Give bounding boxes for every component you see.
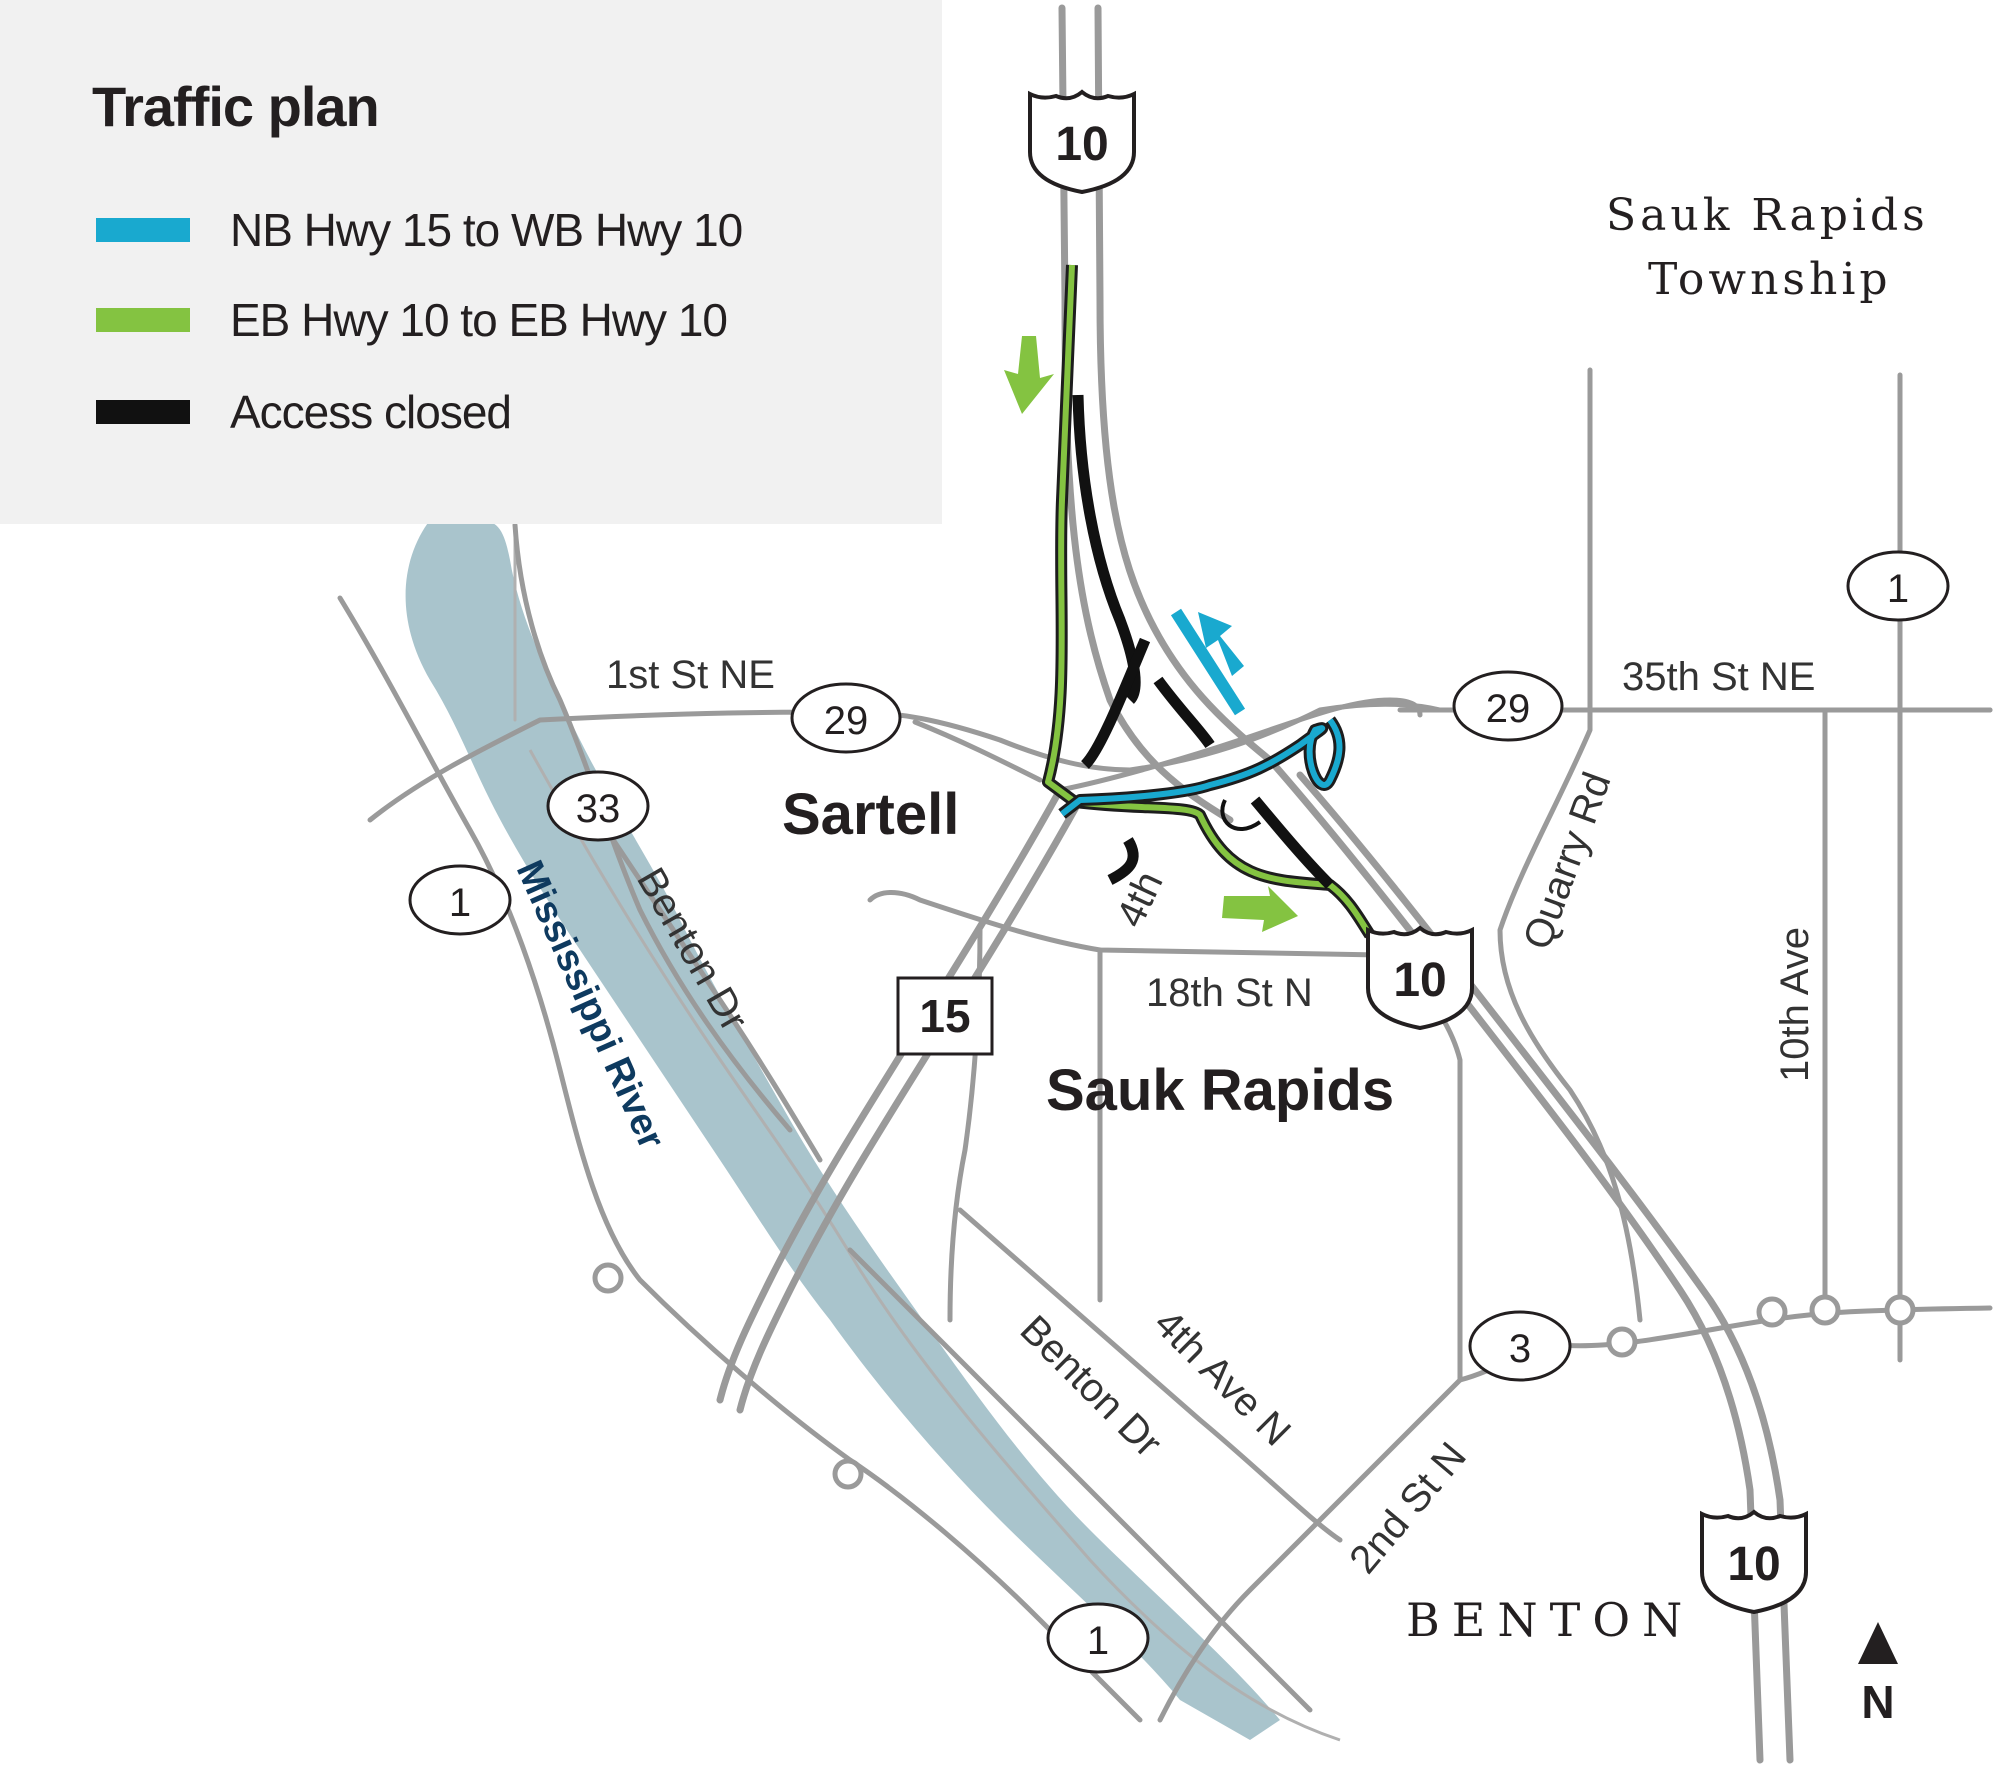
river-island (700, 1230, 820, 1330)
route-nb-hwy10-ramp (1170, 608, 1246, 716)
roundabout (832, 1458, 864, 1490)
place-benton: BENTON (1406, 1593, 1694, 1647)
access-closed-branch (1080, 637, 1151, 769)
roundabout (1606, 1326, 1638, 1358)
shield-number: 10 (1727, 1538, 1780, 1591)
roundabout (592, 1262, 624, 1294)
road-interchange-loop (1057, 697, 1423, 793)
hwy15-shield: 15 (896, 976, 994, 1056)
north-arrow-icon (1858, 1622, 1898, 1664)
svg-text:33: 33 (576, 787, 621, 831)
street-4th-ave-n: 4th Ave N (1146, 1301, 1299, 1454)
svg-text:29: 29 (1486, 687, 1531, 731)
hwy10-southeast-lane-a (1266, 756, 1764, 1764)
arrow-northeast-icon (1198, 612, 1244, 676)
street-2nd-st-n: 2nd St N (1341, 1434, 1475, 1582)
legend-label: NB Hwy 15 to WB Hwy 10 (230, 204, 743, 256)
route-marker-1-south: 1 (1046, 1602, 1150, 1674)
route-marker-29-east: 29 (1452, 670, 1564, 742)
legend-panel: Traffic plan NB Hwy 15 to WB Hwy 10 EB H… (0, 0, 942, 524)
us10-shield-bottom: 10 (1700, 1509, 1808, 1615)
legend-swatch (96, 400, 190, 424)
route-marker-29-west: 29 (790, 682, 902, 754)
svg-text:29: 29 (824, 699, 869, 743)
place-township-line2: Township (1648, 254, 1892, 305)
place-sartell: Sartell (782, 782, 959, 847)
railroad-main (528, 749, 1341, 1742)
us10-shield-top: 10 (1028, 89, 1136, 195)
street-10th-ave: 10th Ave (1773, 927, 1817, 1082)
road-2nd-st-n (1157, 1377, 1463, 1723)
place-township-line1: Sauk Rapids (1606, 190, 1929, 241)
hwy10-southeast-lane-b (1296, 771, 1794, 1764)
street-18th-st-n: 18th St N (1146, 971, 1313, 1015)
road-quarry-rd (1497, 367, 1643, 1323)
legend-item-eb-hwy10: EB Hwy 10 to EB Hwy 10 (96, 290, 728, 350)
street-35th-st-ne: 35th St NE (1622, 655, 1815, 699)
roundabout (1884, 1294, 1916, 1326)
access-closed-loop (1220, 799, 1262, 831)
legend-item-nb-hwy15: NB Hwy 15 to WB Hwy 10 (96, 200, 743, 260)
road-interchange-ramp-west (912, 719, 1043, 783)
north-arrow: N (1858, 1622, 1898, 1728)
road-benton-dr-lower (847, 1247, 1313, 1713)
access-closed-southeast (1250, 796, 1334, 889)
legend-label: EB Hwy 10 to EB Hwy 10 (230, 294, 728, 346)
route-marker-3: 3 (1468, 1310, 1572, 1382)
hwy10-north-lane-b (1094, 4, 1274, 764)
svg-text:1: 1 (1087, 1619, 1109, 1663)
road-hwy1-west (337, 595, 1143, 1723)
legend-title: Traffic plan (92, 75, 380, 138)
shield-number: 10 (1393, 954, 1446, 1007)
route-marker-1-east: 1 (1846, 550, 1950, 622)
north-label: N (1861, 1676, 1894, 1728)
access-closed-4th (1107, 837, 1139, 885)
shield-number: 10 (1055, 118, 1108, 171)
us10-shield-mid: 10 (1366, 925, 1474, 1031)
arrow-south-icon (1004, 336, 1054, 414)
legend-label: Access closed (230, 386, 512, 438)
hwy15-lane-b (736, 796, 1084, 1414)
place-sauk-rapids: Sauk Rapids (1046, 1058, 1394, 1123)
street-1st-st-ne: 1st St NE (606, 653, 775, 697)
road-4th-ave-n (957, 1207, 1343, 1543)
shield-number: 15 (919, 990, 970, 1042)
route-marker-1-west: 1 (408, 864, 512, 936)
legend-item-access-closed: Access closed (96, 382, 512, 442)
roundabout (1809, 1294, 1841, 1326)
svg-text:1: 1 (1887, 567, 1909, 611)
access-closed-mainline (1072, 394, 1141, 704)
svg-text:3: 3 (1509, 1327, 1531, 1371)
legend-swatch (96, 218, 190, 242)
route-marker-33: 33 (546, 770, 650, 842)
road-benton-dr-upper (597, 817, 823, 1163)
arrow-southeast-icon (1222, 886, 1298, 932)
hwy15-lane-a (716, 786, 1064, 1404)
roundabout (1756, 1296, 1788, 1328)
access-closed-ramp (1153, 676, 1215, 749)
legend-swatch (96, 308, 190, 332)
svg-text:1: 1 (449, 881, 471, 925)
